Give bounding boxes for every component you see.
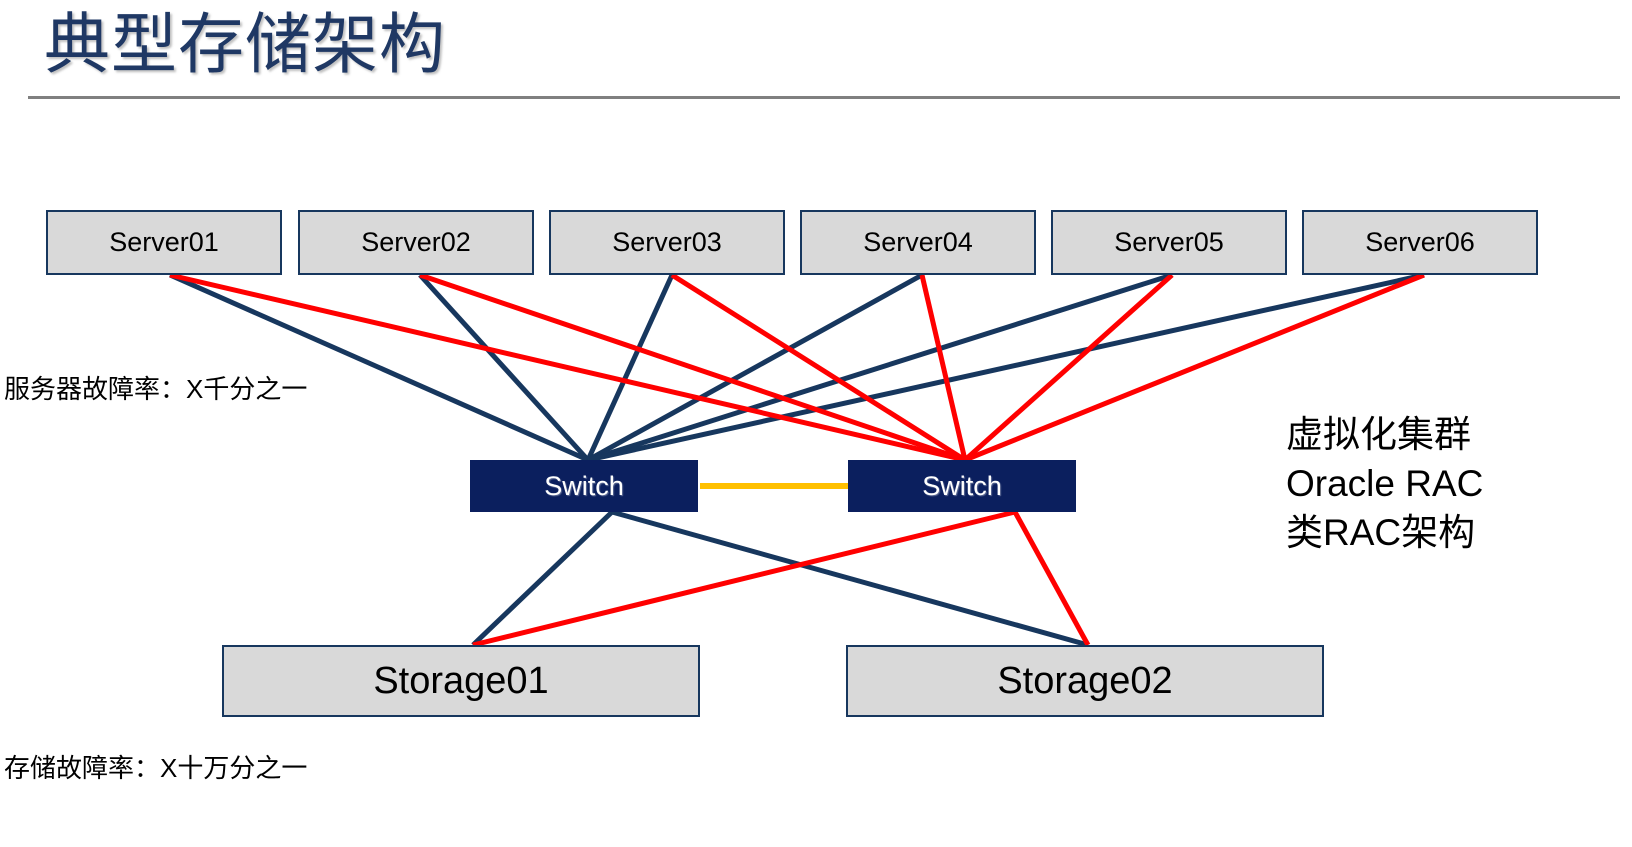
server-label: Server04	[863, 227, 973, 257]
server-box-04[interactable]: Server04	[800, 210, 1036, 275]
storage-failure-rate-note: 存储故障率：X十万分之一	[4, 753, 308, 783]
server-to-right-switch-links	[169, 272, 1425, 463]
link-server03-switch-right	[670, 272, 967, 463]
link-server02-switch-right	[419, 272, 966, 463]
server-label: Server03	[612, 227, 722, 257]
server-box-03[interactable]: Server03	[549, 210, 785, 275]
server-box-05[interactable]: Server05	[1051, 210, 1287, 275]
server-box-02[interactable]: Server02	[298, 210, 534, 275]
title-divider	[28, 96, 1620, 99]
switch-box-left[interactable]: Switch	[470, 460, 698, 512]
link-switch-right-storage01	[472, 509, 1016, 648]
link-server01-switch-right	[169, 272, 966, 463]
storage-box-02[interactable]: Storage02	[846, 645, 1324, 717]
switch-box-right[interactable]: Switch	[848, 460, 1076, 512]
link-server03-switch-left	[585, 273, 675, 462]
cluster-note-line-1: 虚拟化集群	[1286, 414, 1471, 455]
link-server02-switch-left	[418, 273, 590, 462]
server-failure-rate-note: 服务器故障率：X千分之一	[4, 374, 308, 404]
link-server04-switch-left	[586, 272, 924, 463]
server-label: Server06	[1365, 227, 1475, 257]
cluster-note-block: 虚拟化集群 Oracle RAC 类RAC架构	[1286, 410, 1483, 557]
switch-to-storage-links	[471, 509, 1091, 648]
server-label: Server01	[109, 227, 219, 257]
storage-box-01[interactable]: Storage01	[222, 645, 700, 717]
page-title: 典型存储架构	[44, 7, 446, 81]
switch-label: Switch	[544, 470, 624, 501]
storage-label: Storage01	[373, 659, 549, 702]
storage-label: Storage02	[997, 659, 1173, 702]
server-label: Server05	[1114, 227, 1224, 257]
link-switch-left-storage02	[611, 509, 1089, 648]
link-server05-switch-right	[963, 273, 1174, 462]
link-server05-switch-left	[587, 272, 1173, 463]
link-switch-right-storage02	[1012, 510, 1091, 647]
server-box-01[interactable]: Server01	[46, 210, 282, 275]
link-server04-switch-right	[919, 274, 968, 461]
switch-label: Switch	[922, 470, 1002, 501]
server-label: Server02	[361, 227, 471, 257]
cluster-note-line-3: 类RAC架构	[1286, 512, 1476, 553]
cluster-note-line-2: Oracle RAC	[1286, 463, 1484, 504]
server-box-06[interactable]: Server06	[1302, 210, 1538, 275]
link-server01-switch-left	[168, 272, 590, 463]
server-to-left-switch-links	[168, 272, 1425, 463]
link-switch-left-storage01	[471, 510, 614, 647]
